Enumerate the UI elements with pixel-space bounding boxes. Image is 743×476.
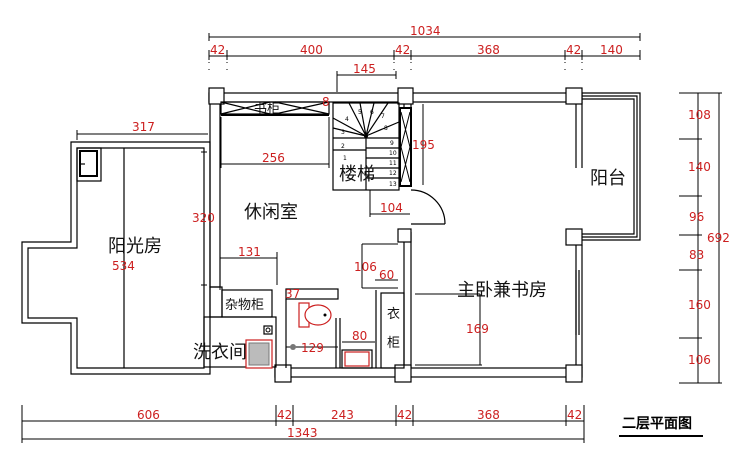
- dim-right-seg-1: 108: [688, 108, 711, 122]
- dim-bedroom-depth: 169: [466, 322, 489, 336]
- room-label-master-study: 主卧兼书房: [457, 280, 547, 301]
- room-label-sunroom: 阳光房: [108, 236, 162, 257]
- master-bedroom: 主卧兼书房 169: [415, 280, 547, 366]
- stair-step-11: 11: [389, 160, 397, 167]
- dim-bottom-seg-3: 243: [331, 408, 354, 422]
- dim-bottom-seg-5: 368: [477, 408, 500, 422]
- bedroom-door: 104: [369, 189, 446, 225]
- stair-step-5: 5: [358, 109, 362, 116]
- right-dimension-chain: 108 140 96 83 160 106 692: [679, 92, 730, 384]
- dim-top-seg-5: 42: [566, 43, 581, 57]
- room-label-storage: 杂物柜: [225, 298, 264, 313]
- dim-closet-depth: 106: [354, 260, 377, 274]
- dim-right-seg-3: 96: [689, 210, 704, 224]
- lounge: 书柜 8 256 320 休闲室 131: [192, 95, 330, 290]
- dim-top-seg-3: 42: [395, 43, 410, 57]
- dim-storage-width: 131: [238, 245, 261, 259]
- dim-bottom-total: 1343: [287, 426, 318, 440]
- room-label-bookcase: 书柜: [254, 102, 280, 117]
- dim-bookcase-width: 256: [262, 151, 285, 165]
- stair-step-12: 12: [389, 170, 397, 177]
- staircase: 1 2 3 4 5 6 7 8 9 10 11 12 13 楼梯 195: [332, 102, 435, 191]
- dim-right-seg-4: 83: [689, 248, 704, 262]
- service-area: 106 60 衣 柜 杂物柜 37 129 80 洗衣间: [193, 243, 405, 369]
- stair-width-dimension: 145: [336, 62, 397, 92]
- drawing-title: 二层平面图: [619, 416, 703, 437]
- stair-step-7: 7: [381, 113, 385, 120]
- dim-bottom-seg-1: 606: [137, 408, 160, 422]
- dim-lounge-height: 320: [192, 211, 215, 225]
- balcony: 阳台: [582, 92, 641, 241]
- stair-step-8: 8: [384, 125, 388, 132]
- dim-bath-width: 129: [301, 341, 324, 355]
- dim-top-seg-1: 42: [210, 43, 225, 57]
- dim-right-seg-6: 106: [688, 353, 711, 367]
- stair-step-6: 6: [370, 109, 374, 116]
- stair-step-10: 10: [389, 150, 397, 157]
- stair-step-9: 9: [390, 140, 394, 147]
- dim-door-width: 104: [380, 201, 403, 215]
- dim-sunroom-depth: 534: [112, 259, 135, 273]
- bottom-dimension-chain: 606 42 243 42 368 42 1343: [21, 405, 585, 443]
- dim-sink-width: 80: [352, 329, 367, 343]
- plan-title: 二层平面图: [622, 416, 692, 432]
- room-label-lounge: 休闲室: [244, 202, 298, 223]
- dim-top-seg-6: 140: [600, 43, 623, 57]
- stair-step-13: 13: [389, 181, 397, 188]
- dim-toilet-offset: 37: [285, 287, 300, 301]
- dim-right-seg-2: 140: [688, 160, 711, 174]
- dim-stair-width: 145: [353, 62, 376, 76]
- room-label-stairs: 楼梯: [339, 164, 375, 185]
- stair-step-3: 3: [341, 129, 345, 136]
- dim-top-seg-2: 400: [300, 43, 323, 57]
- dim-top-total: 1034: [410, 24, 441, 38]
- dim-bottom-seg-2: 42: [277, 408, 292, 422]
- room-label-balcony: 阳台: [590, 168, 626, 189]
- dim-right-seg-5: 160: [688, 298, 711, 312]
- dim-closet-width: 60: [379, 268, 394, 282]
- wardrobe-label-2: 柜: [387, 336, 400, 351]
- stair-step-1: 1: [343, 155, 347, 162]
- dim-screen-height: 195: [412, 138, 435, 152]
- dim-top-seg-4: 368: [477, 43, 500, 57]
- dim-bottom-seg-4: 42: [397, 408, 412, 422]
- dim-bookcase-offset: 8: [322, 95, 330, 109]
- dim-bottom-seg-6: 42: [567, 408, 582, 422]
- dim-sunroom-width: 317: [132, 120, 155, 134]
- dim-right-total: 692: [707, 231, 730, 245]
- top-dimension-chain: 1034 42 400 42 368 42 140: [208, 24, 641, 70]
- stair-step-4: 4: [345, 116, 349, 123]
- wardrobe-label-1: 衣: [387, 306, 400, 322]
- sunroom: 317 阳光房 534: [21, 120, 211, 375]
- stair-step-2: 2: [341, 143, 345, 150]
- room-label-laundry: 洗衣间: [193, 342, 247, 363]
